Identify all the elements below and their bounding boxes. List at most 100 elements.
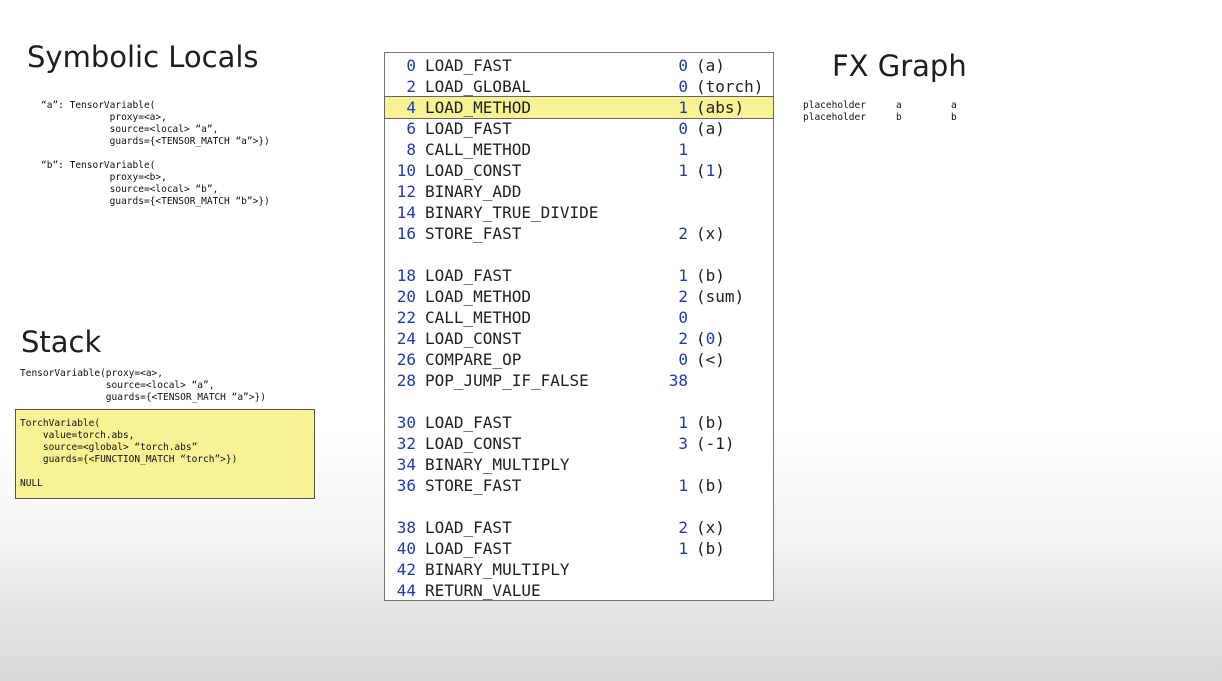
bytecode-opname: LOAD_FAST xyxy=(425,56,512,75)
fx-node-op: placeholder xyxy=(803,112,866,123)
argrepr-literal: 0 xyxy=(705,329,716,348)
bytecode-row: 0 LOAD_FAST 0 (a) xyxy=(385,55,773,76)
bytecode-offset: 42 xyxy=(396,560,416,579)
bytecode-argrepr: (torch) xyxy=(696,77,764,96)
bytecode-row: 34 BINARY_MULTIPLY xyxy=(385,454,773,475)
bytecode-argrepr: (abs) xyxy=(696,98,745,117)
bytecode-argrepr: (-1) xyxy=(696,434,735,453)
bytecode-arg: 2 xyxy=(678,518,688,537)
argrepr-open-paren: ( xyxy=(696,161,706,180)
bytecode-row: 38 LOAD_FAST 2 (x) xyxy=(385,517,773,538)
bytecode-opname: BINARY_ADD xyxy=(425,182,522,201)
bytecode-row: 18 LOAD_FAST 1 (b) xyxy=(385,265,773,286)
bytecode-argrepr: (<) xyxy=(696,350,725,369)
stack-title: Stack xyxy=(21,325,102,359)
bytecode-offset: 12 xyxy=(396,182,416,201)
bytecode-opname: LOAD_CONST xyxy=(425,161,522,180)
bytecode-opname: POP_JUMP_IF_FALSE xyxy=(425,371,589,390)
bytecode-opname: CALL_METHOD xyxy=(425,140,531,159)
bytecode-offset: 18 xyxy=(396,266,416,285)
bytecode-offset: 6 xyxy=(406,119,416,138)
fx-node-target: b xyxy=(951,112,957,123)
argrepr-close-paren: ) xyxy=(715,161,725,180)
bytecode-opname: BINARY_TRUE_DIVIDE xyxy=(425,203,599,222)
argrepr-close-paren: ) xyxy=(715,329,725,348)
bytecode-argrepr: (0) xyxy=(696,328,725,349)
stack-entry-torch-variable: TorchVariable( value=torch.abs, source=<… xyxy=(20,418,238,489)
bytecode-argrepr: (sum) xyxy=(696,287,745,306)
bytecode-arg: 3 xyxy=(678,434,688,453)
bytecode-arg: 1 xyxy=(678,140,688,159)
bytecode-opname: LOAD_FAST xyxy=(425,518,512,537)
bytecode-offset: 14 xyxy=(396,203,416,222)
bytecode-argrepr: (1) xyxy=(696,160,725,181)
bytecode-arg: 0 xyxy=(678,308,688,327)
bytecode-opname: LOAD_CONST xyxy=(425,329,522,348)
fx-node-name: a xyxy=(896,100,902,111)
bytecode-offset: 40 xyxy=(396,539,416,558)
stack-entry-tensor-variable: TensorVariable(proxy=<a>, source=<local>… xyxy=(20,368,266,403)
bytecode-opname: LOAD_CONST xyxy=(425,434,522,453)
bytecode-arg: 1 xyxy=(678,98,688,117)
fx-node-target: a xyxy=(951,100,957,111)
bytecode-offset: 0 xyxy=(406,56,416,75)
bytecode-offset: 32 xyxy=(396,434,416,453)
bytecode-offset: 28 xyxy=(396,371,416,390)
bytecode-argrepr: (b) xyxy=(696,266,725,285)
bytecode-arg: 2 xyxy=(678,224,688,243)
stack-highlighted-entries: TorchVariable( value=torch.abs, source=<… xyxy=(15,409,315,499)
bytecode-offset: 20 xyxy=(396,287,416,306)
bytecode-opname: CALL_METHOD xyxy=(425,308,531,327)
bytecode-opname: STORE_FAST xyxy=(425,476,522,495)
fx-node-name: b xyxy=(896,112,902,123)
bytecode-offset: 2 xyxy=(406,77,416,96)
bytecode-argrepr: (a) xyxy=(696,56,725,75)
bytecode-arg: 0 xyxy=(678,56,688,75)
bytecode-argrepr: (b) xyxy=(696,476,725,495)
argrepr-open-paren: ( xyxy=(696,329,706,348)
bytecode-opname: LOAD_METHOD xyxy=(425,98,531,117)
bytecode-opname: COMPARE_OP xyxy=(425,350,522,369)
bytecode-offset: 16 xyxy=(396,224,416,243)
bytecode-arg: 1 xyxy=(678,476,688,495)
bytecode-offset: 34 xyxy=(396,455,416,474)
bytecode-row: 44 RETURN_VALUE xyxy=(385,580,773,601)
bytecode-opname: LOAD_FAST xyxy=(425,119,512,138)
bytecode-arg: 1 xyxy=(678,161,688,180)
bytecode-opname: LOAD_GLOBAL xyxy=(425,77,531,96)
bytecode-offset: 26 xyxy=(396,350,416,369)
bytecode-opname: LOAD_FAST xyxy=(425,539,512,558)
bytecode-offset: 38 xyxy=(396,518,416,537)
bytecode-opname: RETURN_VALUE xyxy=(425,581,541,600)
bytecode-arg: 1 xyxy=(678,266,688,285)
bytecode-opname: BINARY_MULTIPLY xyxy=(425,455,570,474)
bytecode-argrepr: (a) xyxy=(696,119,725,138)
bytecode-arg: 0 xyxy=(678,119,688,138)
argrepr-literal: 1 xyxy=(705,161,716,180)
bytecode-opname: STORE_FAST xyxy=(425,224,522,243)
bytecode-row: 2 LOAD_GLOBAL 0 (torch) xyxy=(385,76,773,97)
bytecode-argrepr: (x) xyxy=(696,518,725,537)
bytecode-offset: 36 xyxy=(396,476,416,495)
bytecode-row: 32 LOAD_CONST 3 (-1) xyxy=(385,433,773,454)
symbolic-locals-title: Symbolic Locals xyxy=(27,40,259,74)
bytecode-opname: LOAD_FAST xyxy=(425,266,512,285)
bytecode-arg: 38 xyxy=(668,371,688,390)
bytecode-arg: 0 xyxy=(678,77,688,96)
bytecode-row: 12 BINARY_ADD xyxy=(385,181,773,202)
symbolic-locals-text: “a”: TensorVariable( proxy=<a>, source=<… xyxy=(41,100,270,207)
bytecode-offset: 10 xyxy=(396,161,416,180)
bytecode-opname: LOAD_METHOD xyxy=(425,287,531,306)
fx-graph-title: FX Graph xyxy=(832,49,967,83)
bytecode-offset: 44 xyxy=(396,581,416,600)
